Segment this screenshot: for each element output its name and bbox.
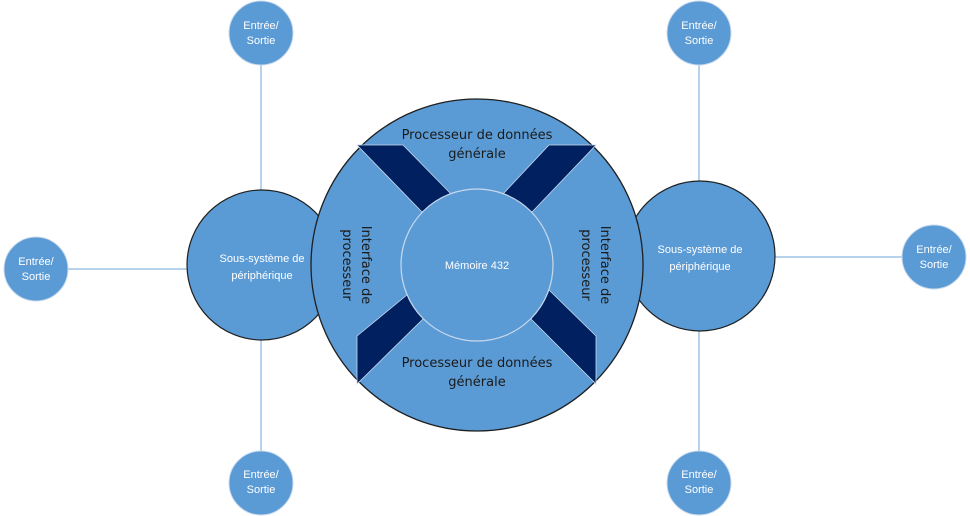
subsystem-label-line1: Sous-système de [658, 244, 743, 256]
io-node-left-bottom[interactable]: Entrée/ Sortie [228, 450, 294, 516]
io-node-right-bottom[interactable]: Entrée/ Sortie [666, 450, 732, 516]
interface-right-label-line2: processeur [578, 229, 593, 301]
io-node-label-line1: Entrée/ [18, 256, 54, 268]
interface-left[interactable]: Interface de processeur [339, 226, 373, 305]
processor-top-label-line1: Processeur de données [402, 128, 553, 143]
processor-bottom-label-line2: générale [448, 375, 505, 390]
subsystem-left[interactable]: Sous-système de périphérique [186, 189, 338, 341]
io-node-label-line2: Sortie [247, 35, 276, 47]
interface-left-label-line1: Interface de [358, 226, 373, 305]
io-node-right-top[interactable]: Entrée/ Sortie [666, 0, 732, 66]
io-node-label-line1: Entrée/ [916, 244, 952, 256]
subsystem-label-line2: périphérique [669, 261, 730, 273]
io-node-label-line2: Sortie [920, 259, 949, 271]
io-node-label-line2: Sortie [685, 484, 714, 496]
memory-label: Mémoire 432 [445, 260, 509, 272]
processor-top[interactable]: Processeur de données générale [402, 128, 553, 162]
processor-bottom[interactable]: Processeur de données générale [402, 356, 553, 390]
io-node-label-line2: Sortie [247, 484, 276, 496]
io-node-label-line2: Sortie [685, 35, 714, 47]
io-node-label-line1: Entrée/ [681, 20, 717, 32]
io-node-right-middle[interactable]: Entrée/ Sortie [901, 224, 967, 290]
subsystem-label-line2: périphérique [231, 270, 292, 282]
dark-bands [356, 144, 597, 385]
io-node-label-line1: Entrée/ [243, 469, 279, 481]
processor-top-label-line2: générale [448, 147, 505, 162]
subsystem-right[interactable]: Sous-système de périphérique [624, 180, 776, 332]
io-node-label-line1: Entrée/ [681, 469, 717, 481]
processor-bottom-label-line1: Processeur de données [402, 356, 553, 371]
io-node-left-top[interactable]: Entrée/ Sortie [228, 0, 294, 66]
interface-right-label-line1: Interface de [597, 226, 612, 305]
connectors [68, 64, 903, 452]
subsystem-label-line1: Sous-système de [220, 253, 305, 265]
interface-right[interactable]: Interface de processeur [578, 226, 612, 305]
io-node-label-line1: Entrée/ [243, 20, 279, 32]
io-node-left-middle[interactable]: Entrée/ Sortie [3, 236, 69, 302]
memory-node[interactable]: Mémoire 432 [400, 188, 554, 342]
interface-left-label-line2: processeur [339, 229, 354, 301]
io-node-label-line2: Sortie [22, 271, 51, 283]
